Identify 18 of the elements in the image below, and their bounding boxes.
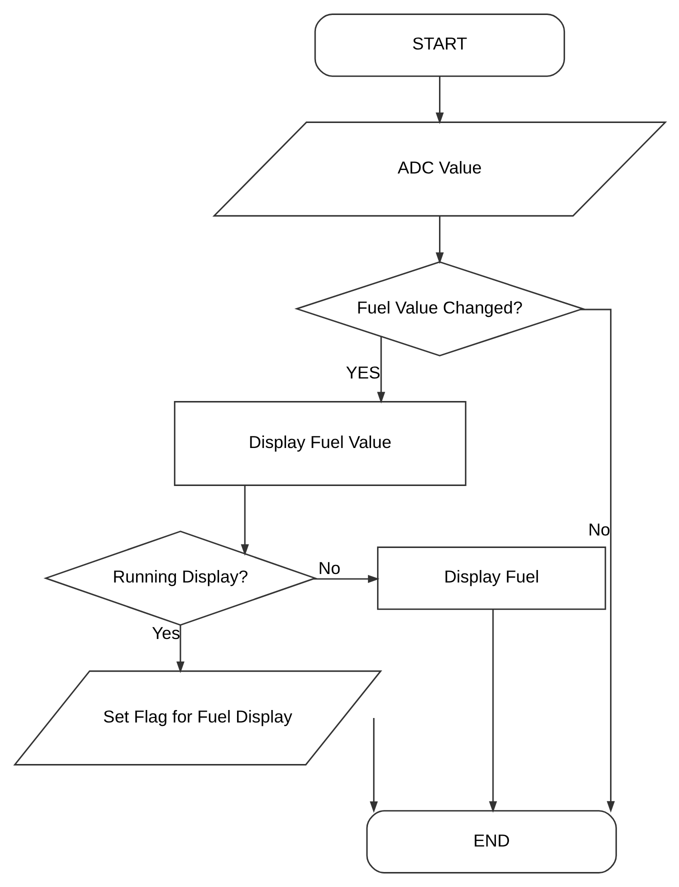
- node-box: Display Fuel Value: [173, 401, 466, 486]
- node-diamond: Fuel Value Changed?: [294, 261, 584, 356]
- arrow: [240, 485, 248, 556]
- arrow: [435, 76, 444, 124]
- node-box: Display Fuel: [376, 546, 606, 610]
- arrow: [580, 308, 614, 813]
- node-diamond: Running Display?: [43, 530, 317, 626]
- arrow: [312, 574, 379, 583]
- arrow: [488, 609, 497, 813]
- node-box: START: [314, 14, 565, 77]
- arrow: [176, 625, 184, 674]
- edge-label: YES: [345, 362, 380, 383]
- edge-label: No: [588, 520, 610, 540]
- edge-label: No: [318, 558, 340, 578]
- arrow: [376, 336, 385, 404]
- arrow: [369, 718, 378, 813]
- arrow: [435, 216, 444, 264]
- node-box: END: [366, 810, 616, 874]
